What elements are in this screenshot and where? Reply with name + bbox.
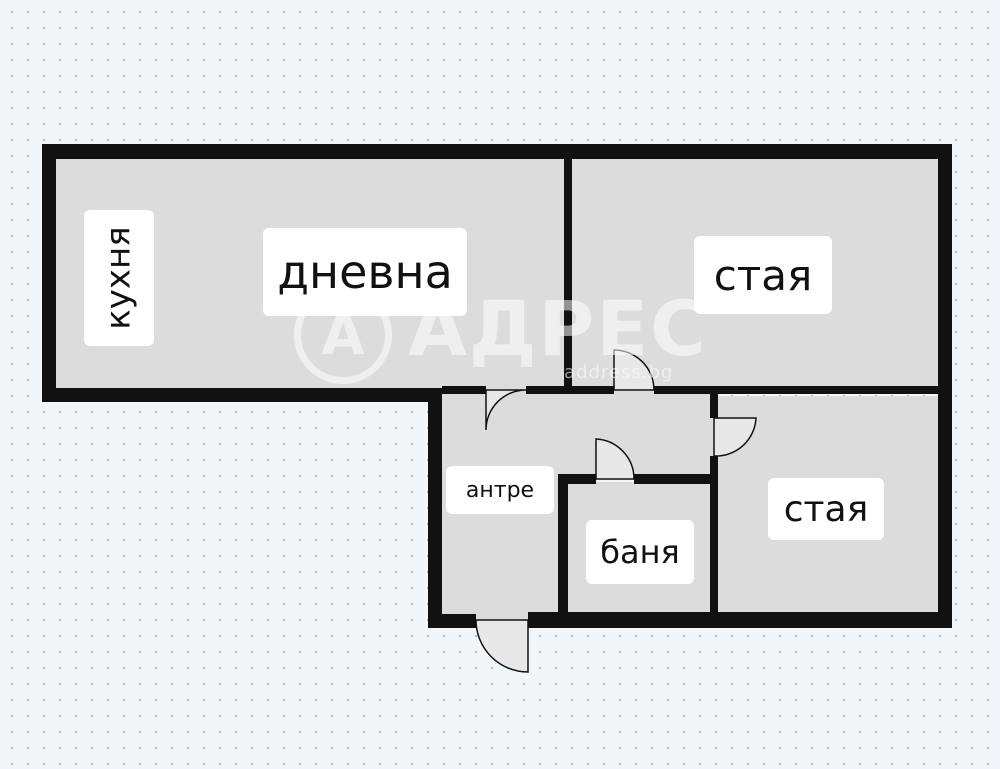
room-label-living: дневна: [263, 228, 467, 316]
room-label-kitchen: кухня: [84, 210, 154, 346]
wall-living-hall-a: [442, 386, 486, 394]
wall-living-hall-c: [654, 386, 938, 394]
room-label-hallway: антре: [446, 466, 554, 514]
corridor-floor: [560, 390, 716, 478]
door-bathroom: [595, 438, 635, 480]
door-living-hall: [485, 389, 527, 431]
wall-bottom-right: [528, 612, 952, 628]
wall-bath-left: [558, 476, 568, 616]
wall-left: [42, 144, 56, 402]
wall-bottom-left: [42, 388, 442, 402]
wall-room2-left: [710, 456, 718, 616]
wall-bath-top-a: [558, 474, 596, 484]
wall-living-hall-b: [526, 386, 614, 394]
wall-hall-left: [428, 388, 442, 628]
walls: [42, 144, 952, 628]
room-label-bathroom: баня: [586, 520, 694, 584]
wall-bottom-hall: [428, 614, 476, 628]
wall-living-room1: [564, 159, 572, 390]
wall-top: [42, 144, 952, 159]
door-swings: [475, 349, 757, 673]
door-room1: [613, 349, 655, 391]
wall-room2-left-top: [710, 392, 718, 418]
wall-right: [938, 144, 952, 628]
door-room2: [713, 417, 757, 457]
door-entrance: [475, 619, 529, 673]
room-label-kitchen-text: кухня: [99, 226, 139, 330]
room-label-room-1: стая: [694, 236, 832, 314]
room-label-room-2: стая: [768, 478, 884, 540]
wall-bath-top-b: [634, 474, 718, 484]
